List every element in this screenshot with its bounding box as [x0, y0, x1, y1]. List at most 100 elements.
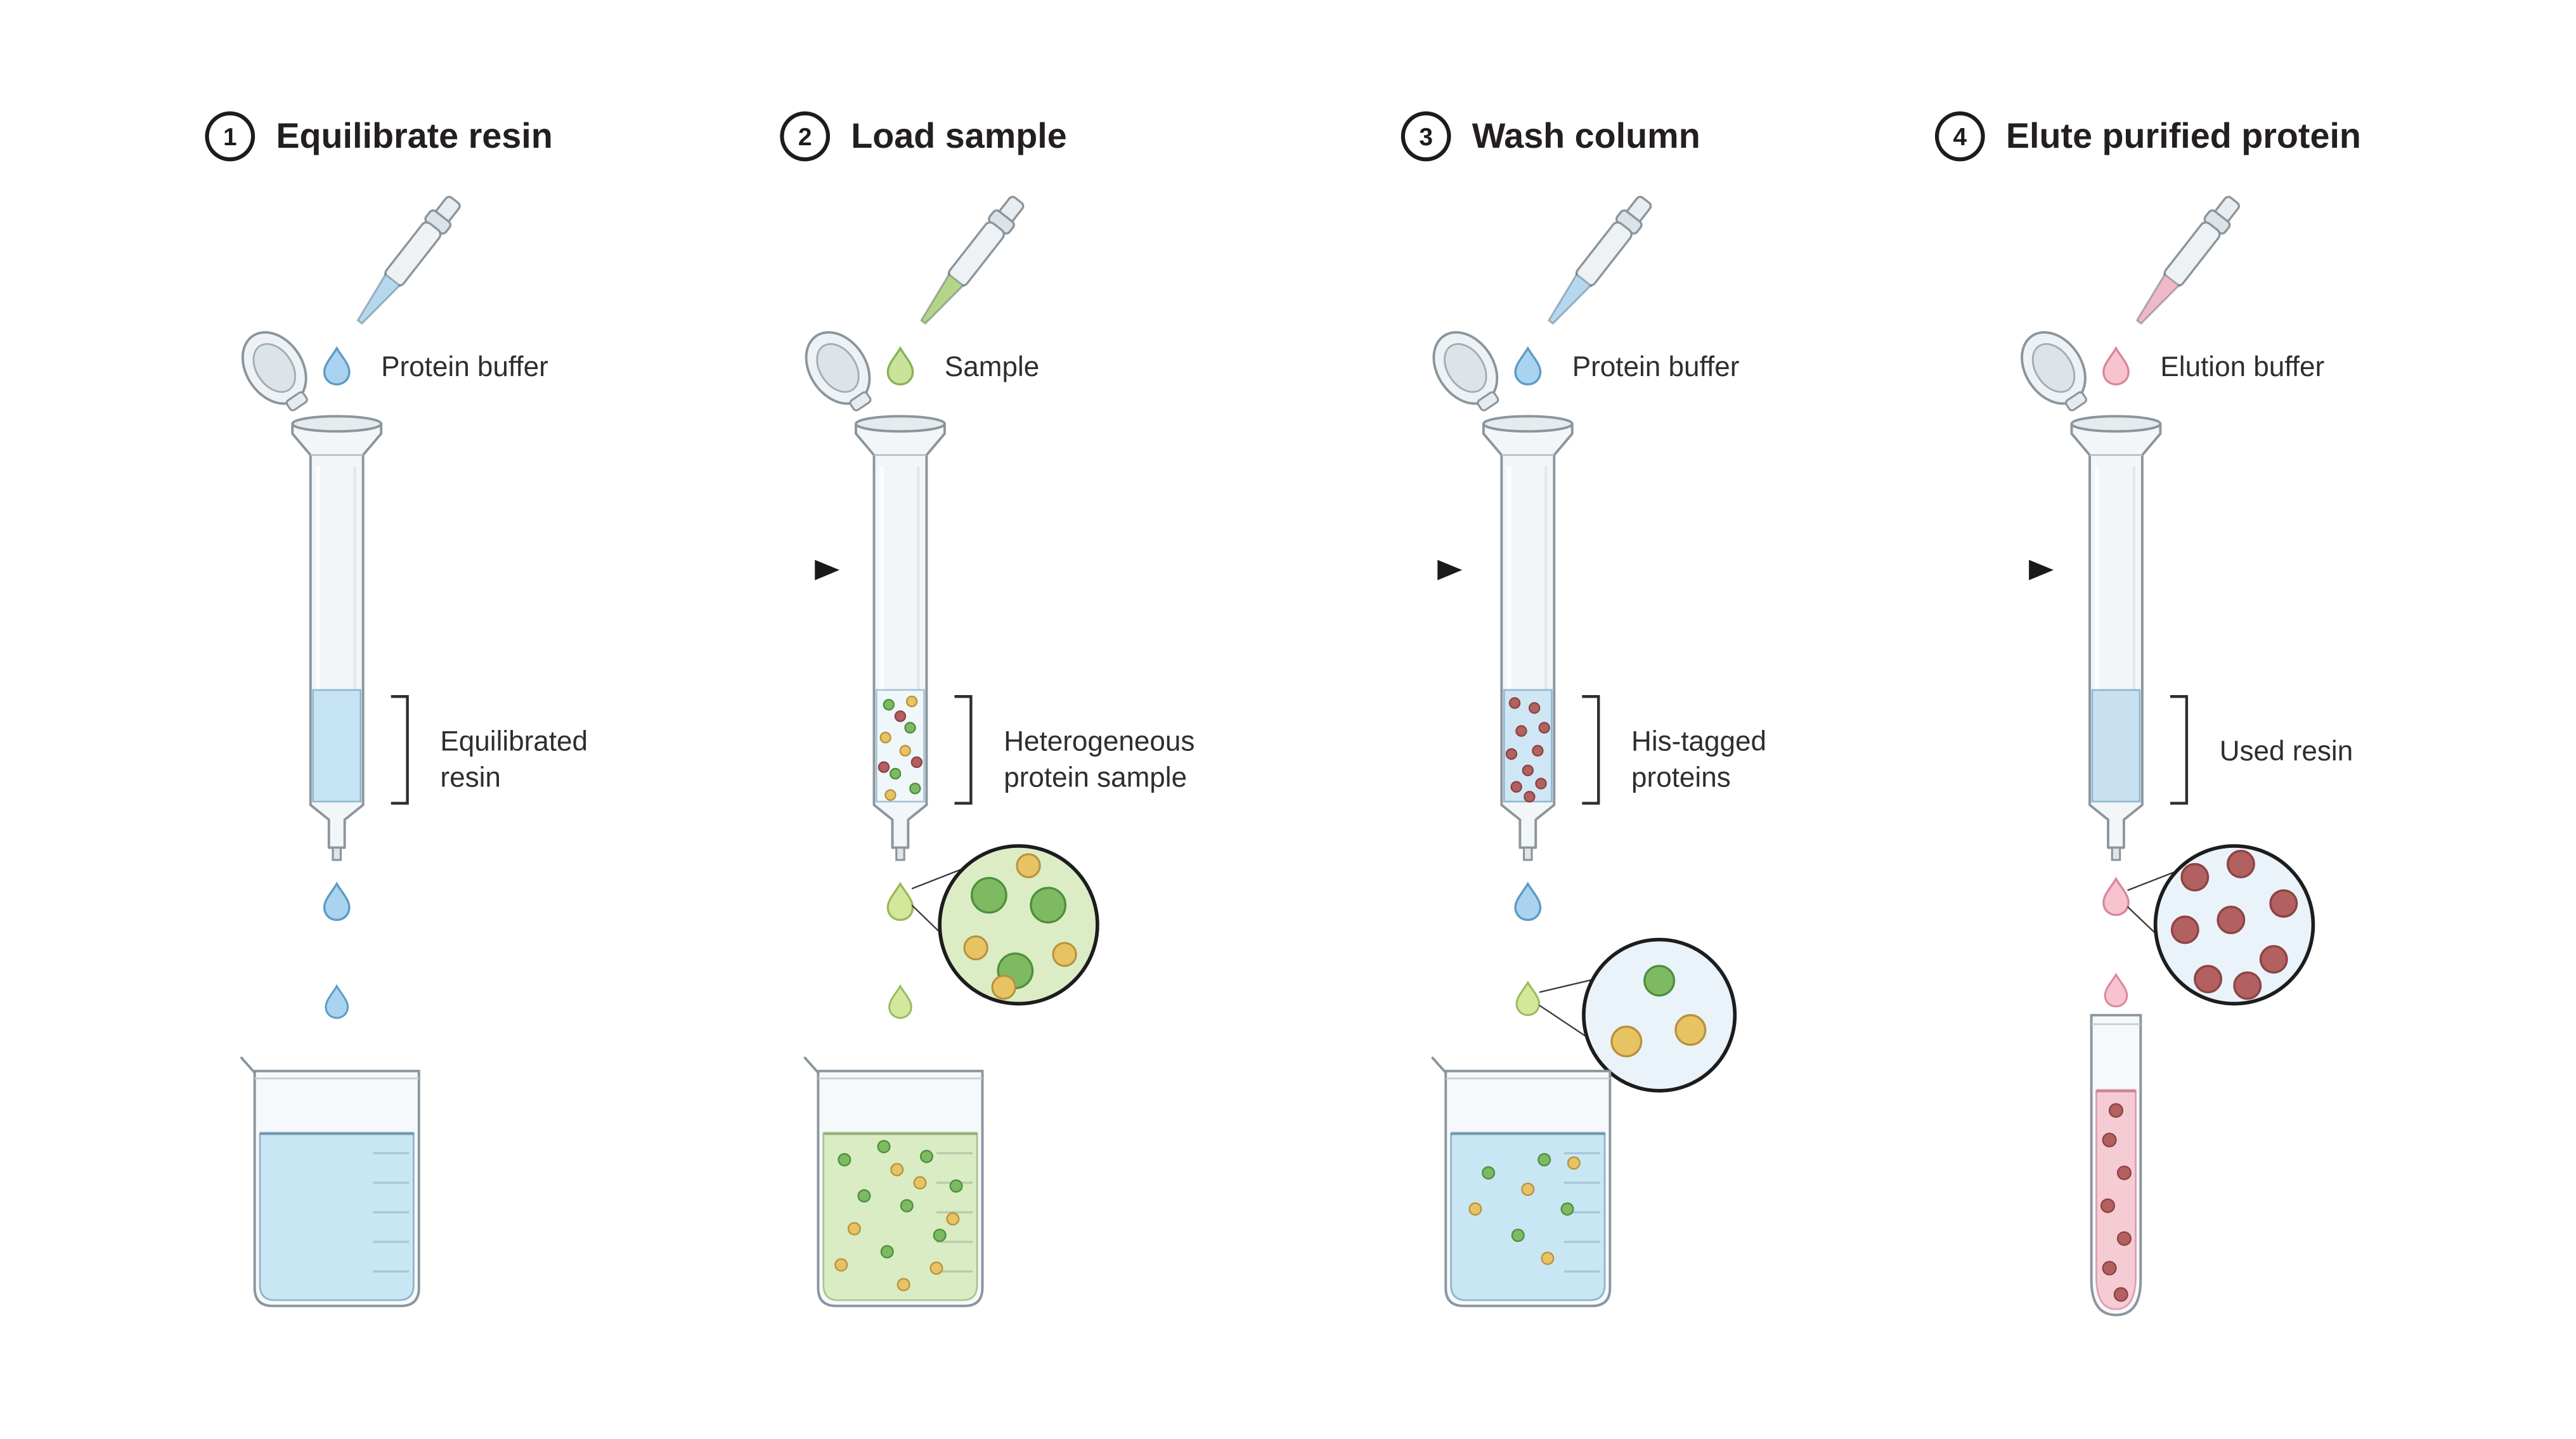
- falling-drop-icon: [1515, 981, 1541, 1016]
- protein-dot: [1508, 697, 1521, 709]
- beaker-liquid: [1450, 1132, 1606, 1301]
- protein-dot: [913, 1176, 927, 1190]
- protein-dot: [2226, 850, 2255, 878]
- buffer-drop-icon: [1514, 347, 1542, 386]
- protein-dot: [877, 1140, 891, 1154]
- protein-dot: [909, 783, 921, 795]
- protein-dot: [1528, 702, 1541, 714]
- protein-dot: [1468, 1202, 1482, 1216]
- beaker-icon: [1431, 1057, 1612, 1308]
- step-3-panel: 3 Wash column Protein buffer: [1401, 111, 1766, 1308]
- protein-dot: [883, 698, 895, 711]
- protein-dot: [894, 710, 907, 722]
- protein-dot: [1567, 1156, 1581, 1170]
- beaker-icon: [240, 1057, 420, 1308]
- resin-band: [312, 689, 362, 803]
- protein-dot: [1610, 1026, 1643, 1058]
- protein-dot: [991, 975, 1016, 1000]
- protein-dot: [1510, 781, 1522, 793]
- protein-dot: [2102, 1261, 2117, 1276]
- protein-dot: [2102, 1133, 2117, 1148]
- protein-dot: [1505, 748, 1518, 760]
- step-number: 3: [1419, 124, 1433, 151]
- protein-dot: [2259, 945, 2288, 974]
- protein-dot: [1532, 745, 1544, 757]
- step-number-badge: 4: [1934, 111, 1985, 162]
- step-title: Load sample: [851, 116, 1066, 155]
- tube-liquid: [2095, 1090, 2137, 1310]
- protein-dot: [1016, 853, 1041, 878]
- step-number-badge: 2: [780, 111, 831, 162]
- protein-dot: [963, 935, 988, 961]
- step-title: Equilibrate resin: [276, 116, 552, 155]
- protein-dot: [899, 745, 911, 757]
- pipette-icon: [1539, 192, 1657, 331]
- open-cap-icon: [791, 319, 888, 423]
- protein-dot: [1052, 942, 1077, 967]
- protein-dot: [2170, 915, 2199, 944]
- protein-dot: [2180, 863, 2210, 892]
- protein-dot: [1541, 1251, 1555, 1265]
- protein-dot: [2233, 971, 2262, 1000]
- beaker-icon: [803, 1057, 984, 1308]
- step-number: 1: [223, 124, 237, 151]
- step-title: Wash column: [1472, 116, 1700, 155]
- his-tagged-dots: [1505, 697, 1550, 803]
- step-4-panel: 4 Elute purified protein Elution buffer …: [1934, 111, 2361, 1317]
- beaker-liquid: [259, 1132, 415, 1301]
- protein-dot: [1643, 965, 1676, 997]
- drop-label: Protein buffer: [1572, 351, 1740, 382]
- bracket: [391, 695, 409, 805]
- chromatography-column-icon: [856, 416, 945, 860]
- protein-dot: [2269, 889, 2298, 918]
- protein-dot: [1524, 791, 1536, 803]
- eluted-protein-dots: [2100, 1103, 2132, 1302]
- beaker-liquid: [822, 1132, 978, 1301]
- protein-dot: [1538, 722, 1550, 734]
- drop-label: Sample: [945, 351, 1039, 382]
- chromatography-column-icon: [2072, 416, 2161, 860]
- right-arrow-icon: [976, 559, 1463, 580]
- protein-dot: [1521, 1182, 1535, 1196]
- protein-dot: [896, 1278, 910, 1292]
- protein-dot: [1535, 778, 1547, 790]
- protein-dot: [2100, 1198, 2116, 1213]
- protein-dot: [847, 1221, 861, 1235]
- protein-dot: [838, 1153, 851, 1167]
- pipette-icon: [2128, 192, 2245, 331]
- test-tube-icon: [2090, 1013, 2142, 1317]
- bracket: [1582, 695, 1600, 805]
- falling-drop-icon: [2104, 973, 2128, 1008]
- step-2-panel: 2 Load sample Sample: [780, 111, 1194, 1308]
- falling-drop-icon: [323, 882, 351, 921]
- open-cap-icon: [228, 319, 325, 423]
- step-number: 2: [798, 124, 812, 151]
- elution-drop-icon: [2102, 347, 2130, 386]
- protein-dot: [1030, 887, 1067, 924]
- right-arrow-icon: [1607, 559, 2054, 580]
- protein-dot: [1674, 1014, 1707, 1046]
- step-number-badge: 1: [205, 111, 256, 162]
- protein-dot: [910, 756, 923, 769]
- zoom-circle-icon: [911, 844, 1099, 1006]
- pipette-icon: [912, 192, 1030, 331]
- falling-drop-icon: [325, 985, 349, 1019]
- right-arrow-icon: [399, 559, 840, 580]
- step-number-badge: 3: [1401, 111, 1451, 162]
- buffer-drop-icon: [323, 347, 351, 386]
- zoom-circle-icon: [2126, 844, 2315, 1006]
- resin-band: [2091, 689, 2141, 803]
- column-label-line2: resin: [440, 762, 500, 793]
- protein-dot: [2217, 906, 2246, 934]
- beaker-protein-dots: [1468, 1153, 1581, 1265]
- protein-dot: [919, 1149, 933, 1163]
- protein-dot: [2113, 1287, 2128, 1302]
- beaker-protein-dots: [834, 1140, 963, 1292]
- protein-dot: [946, 1212, 960, 1226]
- falling-drop-icon: [2102, 878, 2130, 916]
- protein-dot: [900, 1199, 914, 1213]
- protein-dot: [933, 1228, 947, 1242]
- falling-drop-icon: [888, 985, 912, 1019]
- step-number: 4: [1953, 124, 1967, 151]
